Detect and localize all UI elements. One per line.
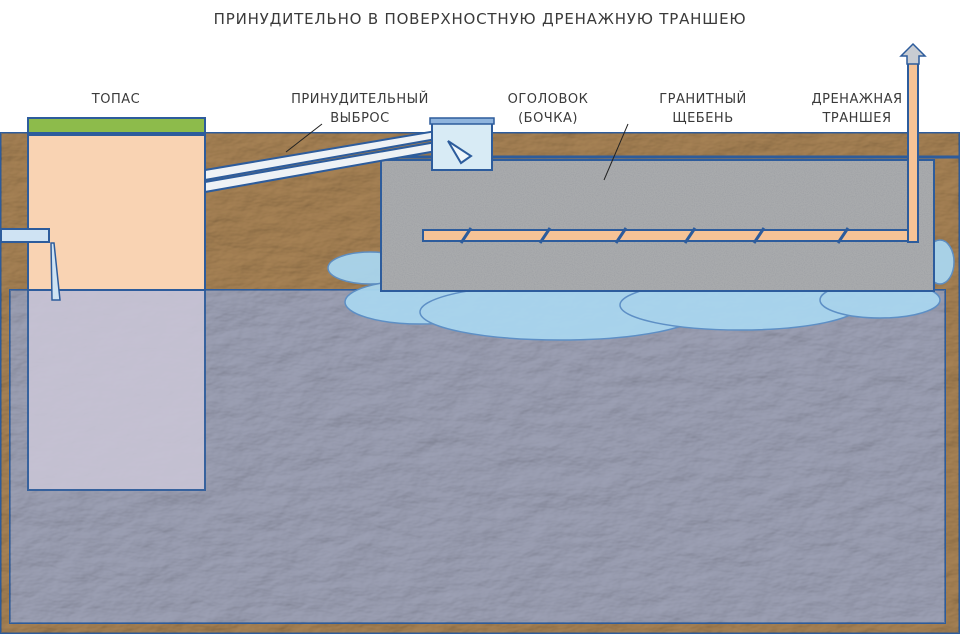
label-topas: ТОПАС [91,92,141,107]
discharge-pipe [204,128,443,194]
leader-line-gravel [603,123,629,181]
label-line: ВЫБРОС [330,111,390,126]
head-barrel [429,117,495,171]
label-drainage-trench: ДРЕНАЖНАЯ ТРАНШЕЯ [811,90,902,128]
label-head: ОГОЛОВОК (БОЧКА) [508,90,589,128]
label-line: ДРЕНАЖНАЯ [811,92,903,107]
diagram-title: ПРИНУДИТЕЛЬНО В ПОВЕРХНОСТНУЮ ДРЕНАЖНУЮ … [213,10,747,28]
label-line: ГРАНИТНЫЙ [659,92,747,107]
label-line: ТРАНШЕЯ [822,111,892,126]
label-granite-gravel: ГРАНИТНЫЙ ЩЕБЕНЬ [659,90,747,128]
leader-line-discharge [285,123,323,153]
groundwater-layer [9,289,946,624]
topas-tank [0,117,206,491]
label-line: ОГОЛОВОК [507,92,589,107]
label-line: ЩЕБЕНЬ [672,111,734,126]
vent-pipe [907,61,919,243]
granite-gravel-bed [380,159,935,292]
up-arrow-icon [899,42,927,65]
perforated-drain-pipe [422,227,916,244]
tank-lid [27,117,206,134]
label-forced-discharge: ПРИНУДИТЕЛЬНЫЙ ВЫБРОС [291,90,429,128]
label-line: ПРИНУДИТЕЛЬНЫЙ [291,92,429,107]
label-line: (БОЧКА) [518,111,578,126]
inlet-pipe [0,228,50,243]
